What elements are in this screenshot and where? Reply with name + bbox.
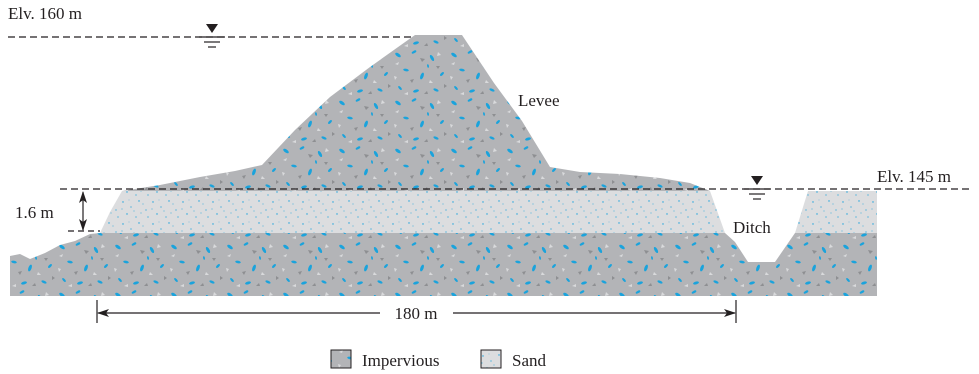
levee-label: Levee [518, 91, 560, 110]
impervious-base-layer [10, 233, 877, 296]
water-level-icon [744, 176, 770, 200]
elevation-160-label: Elv. 160 m [8, 4, 82, 23]
sand-thickness-label: 1.6 m [15, 203, 54, 222]
ditch-label: Ditch [733, 218, 771, 237]
legend-impervious-label: Impervious [362, 351, 439, 370]
sand-swatch-icon [480, 349, 502, 369]
sand-layer [100, 191, 725, 233]
impervious-swatch-icon [330, 349, 352, 369]
legend-sand-label: Sand [512, 351, 547, 370]
sand-layer-right [795, 191, 877, 233]
base-length-label: 180 m [395, 304, 438, 323]
levee-body [122, 35, 710, 191]
elevation-145-label: Elv. 145 m [877, 167, 951, 186]
water-level-icon [199, 24, 225, 48]
legend: Impervious Sand [330, 349, 547, 370]
